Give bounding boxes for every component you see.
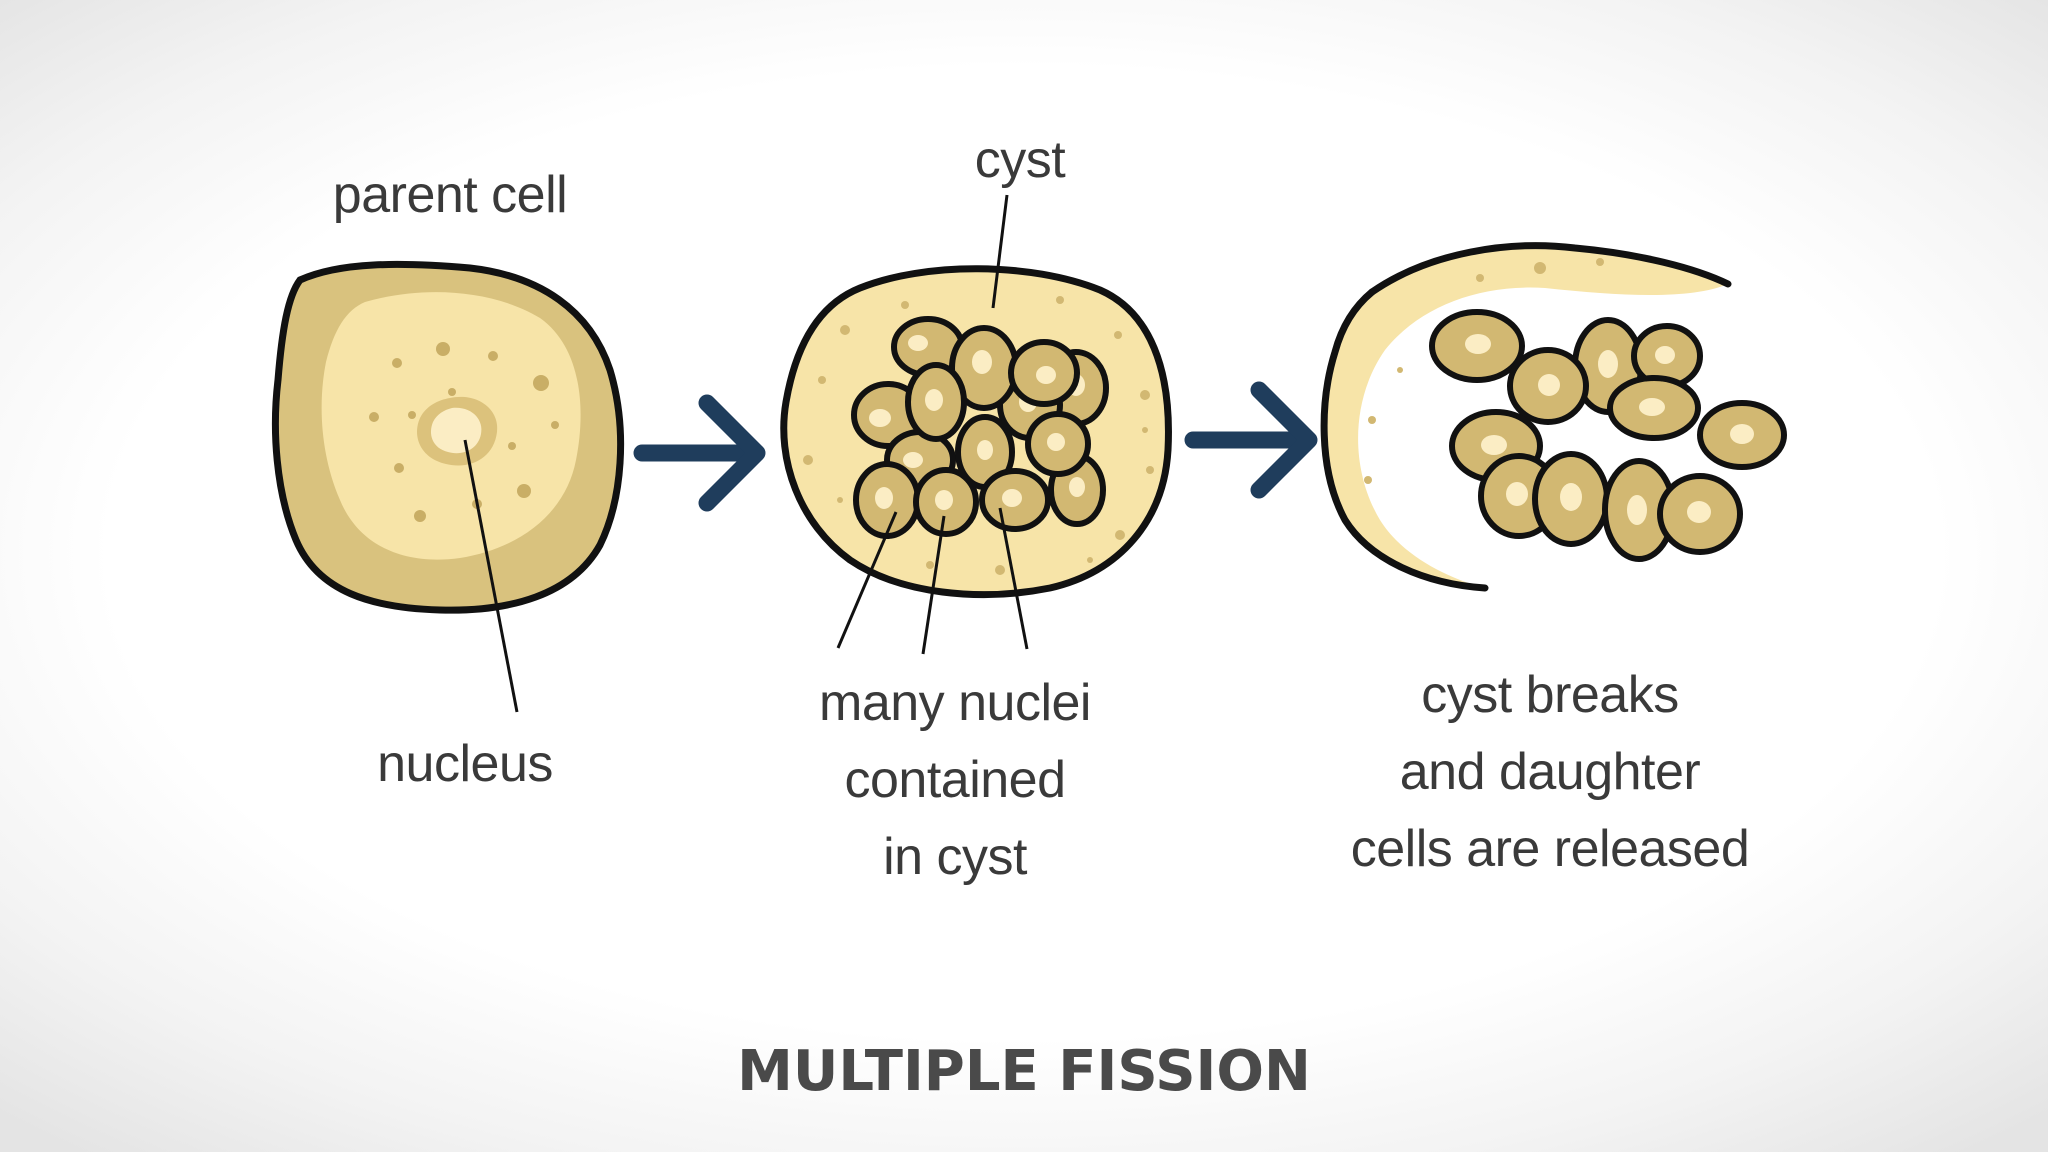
daughter-cell — [1697, 400, 1787, 470]
nucleus-pointer-line — [463, 439, 519, 713]
daughter-cells — [1429, 309, 1787, 562]
daughter-cell — [1657, 473, 1743, 555]
nucleus-cell — [891, 316, 965, 378]
cyst-label: cyst — [974, 131, 1066, 189]
daughter-cell — [1607, 375, 1701, 441]
nucleus-cell — [913, 467, 979, 537]
nucleus-cell — [853, 461, 921, 539]
parent-cell — [271, 260, 625, 713]
cells-released-label: cyst breaks and daughter cells are relea… — [1300, 657, 1800, 888]
parent-nucleus — [417, 396, 498, 466]
cyst-cell — [780, 194, 1172, 655]
arrow-2 — [1184, 381, 1318, 499]
broken-cyst — [1320, 242, 1787, 592]
cyst-pointer-lines — [836, 194, 1029, 655]
daughter-cell — [1429, 309, 1525, 383]
many-nuclei-label-line: many nuclei — [819, 674, 1091, 732]
daughter-cell — [1507, 347, 1589, 425]
many-nuclei-label-line: contained — [844, 751, 1066, 809]
cells-released-label-line: cyst breaks — [1421, 666, 1679, 724]
daughter-cell — [1602, 458, 1676, 562]
cells-released-label-line: and daughter — [1399, 743, 1701, 801]
nucleus-cell — [905, 362, 967, 442]
nucleus-cell — [1008, 339, 1080, 407]
nucleus-cell — [1025, 411, 1091, 477]
daughter-cell — [1532, 451, 1610, 547]
nucleus-label: nucleus — [377, 735, 553, 793]
nucleus-cell — [979, 468, 1051, 532]
many-nuclei-label-line: in cyst — [883, 828, 1027, 886]
parent-cell-label: parent cell — [332, 166, 568, 224]
many-nuclei-label: many nuclei contained in cyst — [760, 665, 1150, 896]
cells-released-label-line: cells are released — [1350, 820, 1750, 878]
diagram-caption: MULTIPLE FISSION — [737, 1039, 1311, 1104]
cyst-nuclei-cluster — [851, 316, 1109, 539]
arrow-1 — [633, 394, 766, 512]
